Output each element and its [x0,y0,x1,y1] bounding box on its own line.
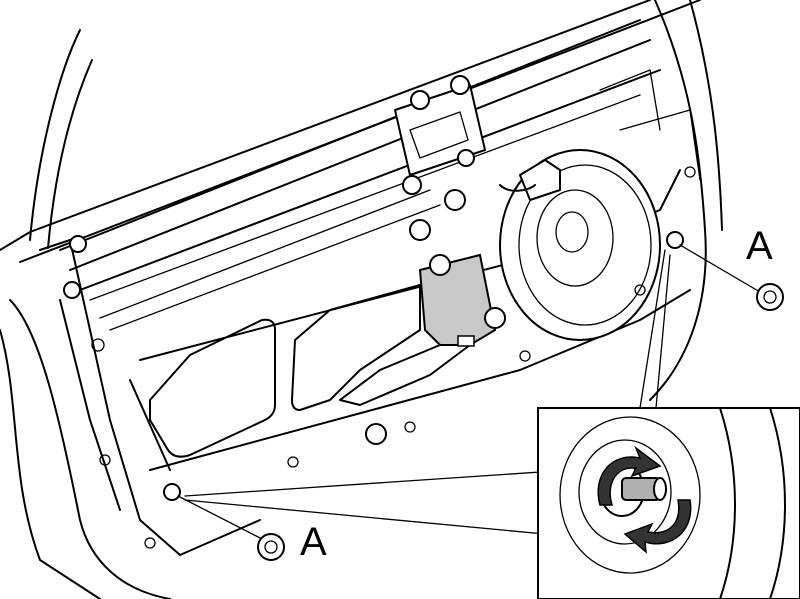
callout-label-fastener-right: A [746,224,773,268]
detail-leader-lines [184,249,671,536]
loudspeaker [499,149,661,341]
loose-nut-bottom [177,495,285,561]
panel-cutout-center [291,284,421,411]
regulator-bracket [339,253,497,406]
callout-label-fastener-bottom: A [300,520,327,564]
window-guide-rail [59,19,661,331]
panel-nuts [63,75,696,549]
detail-inset [537,407,800,599]
loose-nut-right [679,244,784,311]
panel-cutout-left [149,318,276,458]
curved-arrow-icon [597,445,692,554]
door-frame [0,0,723,599]
